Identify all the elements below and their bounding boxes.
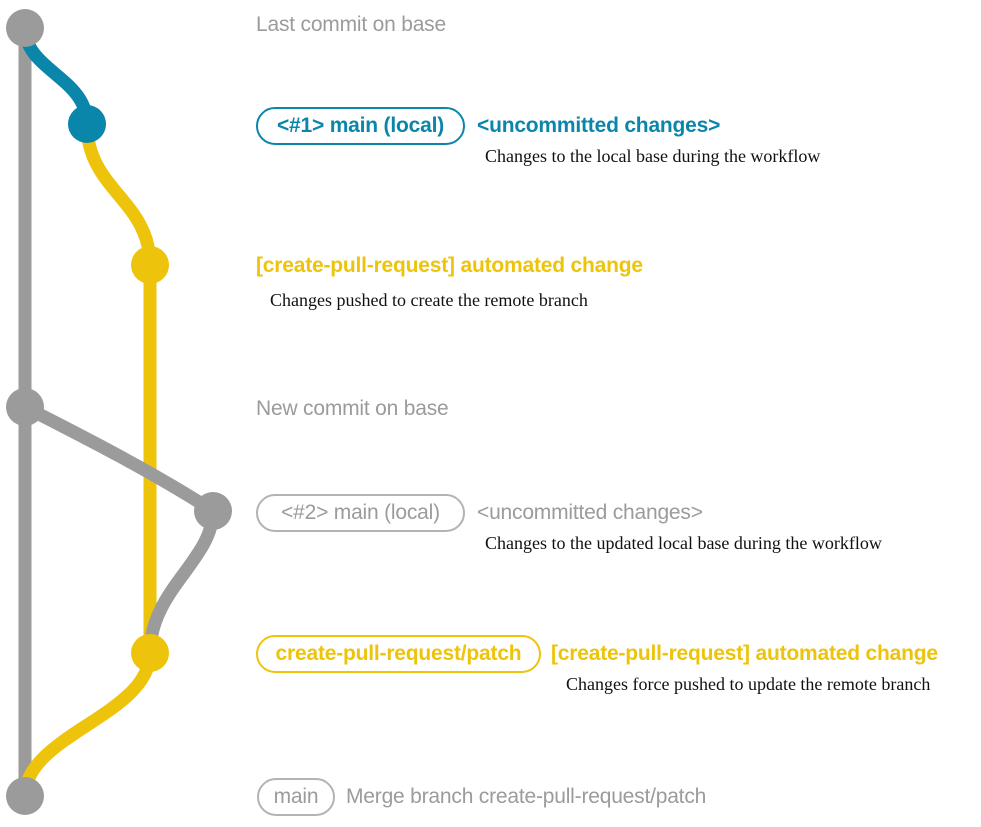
- commit-description-local-2: Changes to the updated local base during…: [485, 533, 882, 553]
- node-last-commit-on-base[interactable]: [6, 9, 44, 47]
- branch-pill-main[interactable]: main: [257, 778, 335, 816]
- updated-local-branch-line: [18, 400, 220, 518]
- node-new-commit-on-base[interactable]: [6, 388, 44, 426]
- updated-local-to-remote-line: [143, 504, 220, 660]
- commit-description-local-1: Changes to the local base during the wor…: [485, 146, 821, 166]
- commit-description-remote-2: Changes force pushed to update the remot…: [566, 674, 931, 694]
- commit-subject-local-1: <uncommitted changes>: [477, 114, 721, 137]
- node-merge-commit[interactable]: [6, 777, 44, 815]
- pill-wrap-local-1: <#1> main (local): [256, 107, 465, 145]
- remote-branch-line-1: [80, 117, 157, 272]
- commit-subject-remote-2: [create-pull-request] automated change: [551, 642, 938, 665]
- commit-subject-local-2: <uncommitted changes>: [477, 501, 703, 524]
- label-last-commit-on-base: Last commit on base: [256, 13, 446, 36]
- remote-merge-line: [18, 646, 157, 803]
- node-remote-commit-1[interactable]: [131, 246, 169, 284]
- label-new-commit-on-base: New commit on base: [256, 397, 449, 420]
- node-local-commit-1[interactable]: [68, 105, 106, 143]
- pill-wrap-remote-2: create-pull-request/patch: [256, 635, 541, 673]
- pill-wrap-merge: main: [257, 778, 335, 816]
- branch-pill-local-2[interactable]: <#2> main (local): [256, 494, 465, 532]
- pill-wrap-local-2: <#2> main (local): [256, 494, 465, 532]
- commit-subject-merge: Merge branch create-pull-request/patch: [346, 785, 707, 808]
- branch-pill-local-1[interactable]: <#1> main (local): [256, 107, 465, 145]
- node-remote-commit-2[interactable]: [131, 634, 169, 672]
- node-local-commit-2[interactable]: [194, 492, 232, 530]
- branch-pill-remote-2[interactable]: create-pull-request/patch: [256, 635, 541, 673]
- commit-subject-remote-1: [create-pull-request] automated change: [256, 254, 643, 277]
- commit-description-remote-1: Changes pushed to create the remote bran…: [270, 290, 588, 310]
